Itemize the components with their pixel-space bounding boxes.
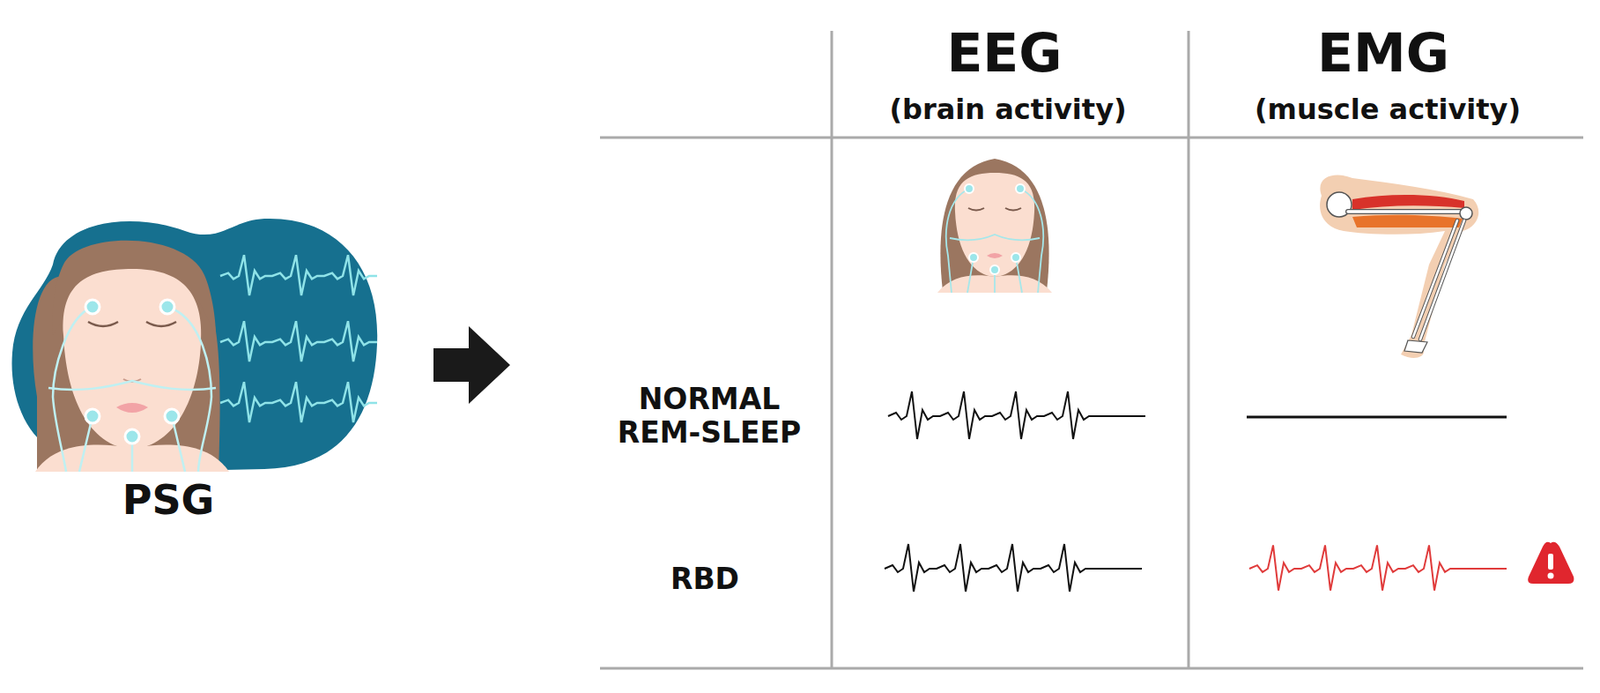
trace-path bbox=[884, 543, 1142, 592]
face bbox=[63, 268, 202, 450]
row-header: NORMAL REM-SLEEP bbox=[615, 382, 803, 450]
electrodes bbox=[85, 299, 179, 444]
signal-traces bbox=[220, 254, 378, 423]
column-header: EEG bbox=[946, 22, 1062, 84]
psg-illustration bbox=[12, 218, 378, 472]
trace-path bbox=[220, 381, 378, 423]
leg-muscle-icon bbox=[1319, 175, 1479, 358]
trace-path bbox=[220, 320, 378, 362]
trace-path bbox=[1249, 544, 1507, 590]
closed-eyes bbox=[88, 321, 177, 326]
trace-path bbox=[220, 254, 378, 296]
emg-flat-trace bbox=[1246, 415, 1507, 419]
eeg-face-icon bbox=[937, 158, 1052, 293]
illustration-caption: PSG bbox=[122, 476, 215, 524]
column-header: EMG bbox=[1317, 22, 1450, 84]
lips bbox=[116, 402, 149, 413]
table-grid bbox=[600, 30, 1584, 668]
warning-icon bbox=[1527, 541, 1574, 584]
eeg-trace-rbd bbox=[884, 543, 1142, 592]
flow-arrow bbox=[433, 325, 511, 404]
emg-trace-rbd bbox=[1249, 544, 1507, 590]
electrode-wires bbox=[48, 306, 216, 472]
column-subheader: (brain activity) bbox=[888, 93, 1126, 126]
row-header: RBD bbox=[670, 562, 740, 596]
trace-path bbox=[888, 391, 1146, 439]
eeg-trace-normal bbox=[888, 391, 1146, 439]
column-subheader: (muscle activity) bbox=[1254, 93, 1521, 126]
